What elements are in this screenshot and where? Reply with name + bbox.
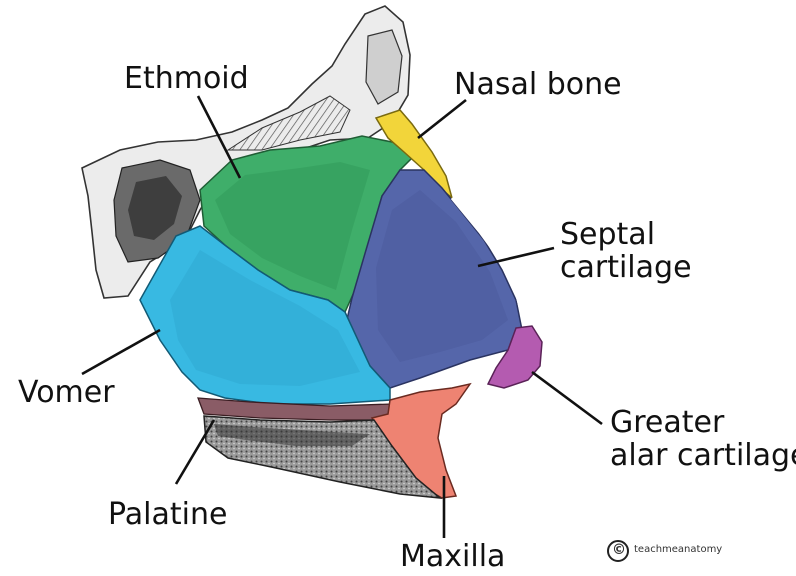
greater-alar-label-line2: alar cartilage: [610, 439, 796, 472]
ethmoid-label: Ethmoid: [124, 64, 249, 94]
greater-alar-leader-line: [532, 372, 602, 424]
maxilla-label: Maxilla: [400, 542, 505, 572]
vomer-leader-line: [82, 330, 160, 374]
septal-cartilage-label: Septal cartilage: [560, 218, 692, 284]
frontal-sinus-outline: [366, 30, 402, 104]
palatine-label: Palatine: [108, 500, 227, 530]
copyright-symbol: ©: [612, 542, 626, 558]
septal-cartilage-label-line2: cartilage: [560, 251, 692, 284]
palatine-leader-line: [176, 420, 214, 484]
greater-alar-cartilage-label: Greater alar cartilage: [610, 406, 796, 472]
watermark-text: teachmeanatomy: [634, 544, 722, 555]
septal-cartilage-label-line1: Septal: [560, 218, 692, 251]
vomer-label: Vomer: [18, 378, 115, 408]
nasal-bone-label: Nasal bone: [454, 70, 622, 100]
greater-alar-label-line1: Greater: [610, 406, 796, 439]
nasal-bone-leader-line: [418, 100, 466, 138]
cribriform-plate-hatching: [228, 96, 350, 150]
